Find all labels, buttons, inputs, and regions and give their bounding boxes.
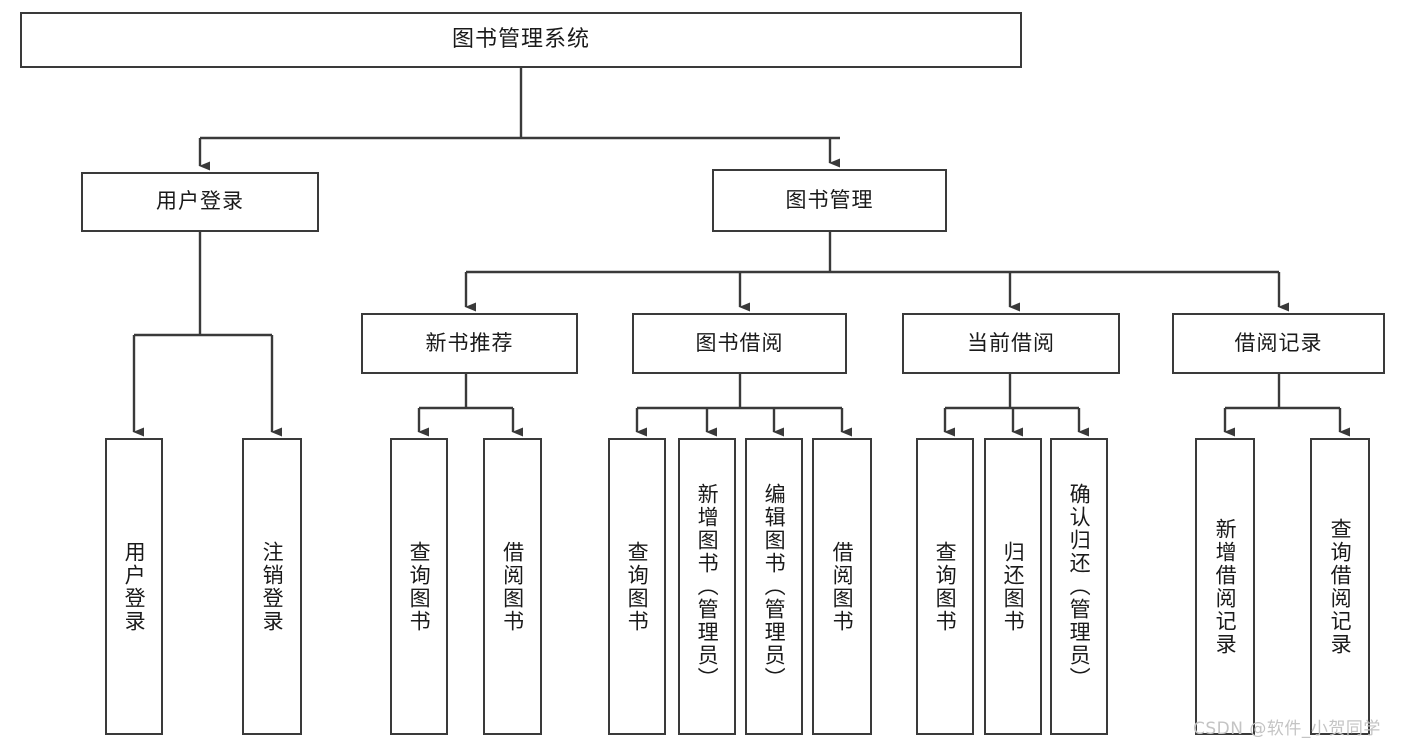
node-leaf-borrow-book-borrow[interactable]: 借阅图书: [812, 438, 872, 735]
node-leaf-add-book-admin[interactable]: 新增图书（管理员）: [678, 438, 736, 735]
node-label: 新书推荐: [425, 330, 514, 355]
node-leaf-query-book-current[interactable]: 查询图书: [916, 438, 974, 735]
node-leaf-borrow-book-new[interactable]: 借阅图书: [483, 438, 542, 735]
node-current-borrow[interactable]: 当前借阅: [902, 313, 1120, 374]
node-label: 图书管理系统: [451, 26, 590, 52]
node-leaf-query-borrow-record[interactable]: 查询借阅记录: [1310, 438, 1370, 735]
node-label: 当前借阅: [967, 330, 1055, 355]
node-label: 借阅记录: [1234, 330, 1323, 355]
node-leaf-query-book-borrow[interactable]: 查询图书: [608, 438, 666, 735]
node-label: 编辑图书（管理员）: [762, 483, 787, 690]
node-book-management[interactable]: 图书管理: [712, 169, 947, 232]
node-leaf-add-borrow-record[interactable]: 新增借阅记录: [1195, 438, 1255, 735]
node-leaf-logout-login[interactable]: 注销登录: [242, 438, 302, 735]
csdn-watermark: CSDN @软件_小贺同学: [1193, 719, 1381, 739]
node-borrow-record[interactable]: 借阅记录: [1172, 313, 1385, 374]
node-label: 归还图书: [1001, 540, 1026, 633]
node-leaf-edit-book-admin[interactable]: 编辑图书（管理员）: [745, 438, 803, 735]
node-leaf-query-book-new[interactable]: 查询图书: [390, 438, 448, 735]
node-label: 借阅图书: [830, 540, 855, 633]
node-label: 用户登录: [122, 540, 147, 633]
node-label: 图书管理: [785, 187, 874, 212]
node-label: 图书借阅: [695, 330, 784, 355]
node-book-borrow[interactable]: 图书借阅: [632, 313, 847, 374]
node-leaf-confirm-return-admin[interactable]: 确认归还（管理员）: [1050, 438, 1108, 735]
node-leaf-return-book[interactable]: 归还图书: [984, 438, 1042, 735]
node-label: 查询图书: [933, 540, 958, 633]
node-label: 查询图书: [625, 540, 650, 633]
node-leaf-user-login[interactable]: 用户登录: [105, 438, 163, 735]
node-label: 注销登录: [260, 540, 285, 633]
node-label: 用户登录: [156, 189, 244, 214]
node-book-management-system[interactable]: 图书管理系统: [20, 12, 1022, 68]
node-label: 确认归还（管理员）: [1067, 483, 1092, 690]
node-user-login[interactable]: 用户登录: [81, 172, 319, 232]
node-label: 新增图书（管理员）: [695, 483, 720, 690]
node-label: 新增借阅记录: [1213, 517, 1238, 656]
node-label: 查询图书: [407, 540, 432, 633]
node-new-book-recommend[interactable]: 新书推荐: [361, 313, 578, 374]
node-label: 借阅图书: [500, 540, 525, 633]
node-label: 查询借阅记录: [1328, 517, 1353, 656]
